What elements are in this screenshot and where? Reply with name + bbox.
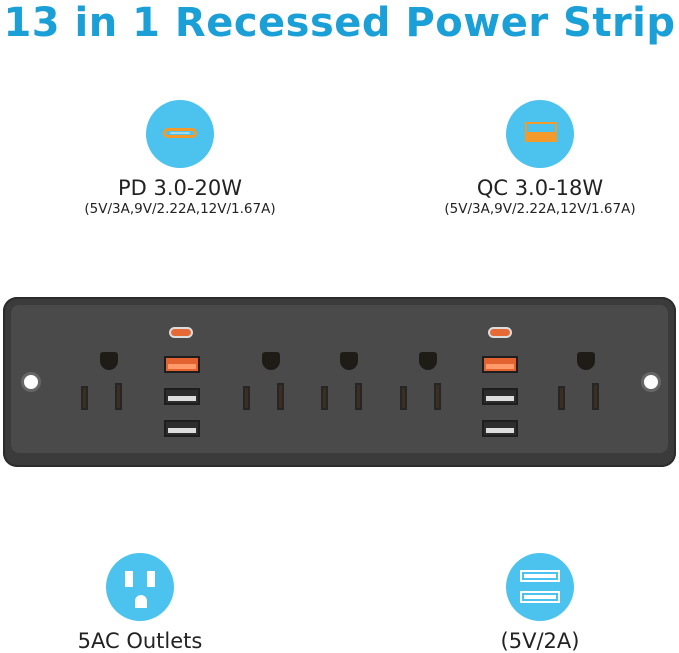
feature-label: 5AC Outlets (77, 629, 203, 653)
power-strip-image (3, 297, 676, 467)
feature-qc: QC 3.0-18W (5V/3A,9V/2.22A,12V/1.67A) (420, 100, 660, 218)
qc-usb-port (164, 356, 200, 373)
ac-outlet (243, 352, 303, 417)
mounting-hole (21, 372, 41, 392)
feature-label: PD 3.0-20W (118, 176, 242, 200)
ac-outlet (558, 352, 618, 417)
feature-label: QC 3.0-18W (476, 176, 604, 200)
feature-sub: (5V/3A,9V/2.22A,12V/1.67A) (84, 201, 276, 217)
usb-c-port (488, 327, 512, 338)
feature-ac: 5AC Outlets (60, 553, 220, 653)
feature-pd: PD 3.0-20W (5V/3A,9V/2.22A,12V/1.67A) (70, 100, 290, 218)
dual-usb-icon (506, 553, 574, 621)
page-title: 13 in 1 Recessed Power Strip (3, 0, 676, 46)
usb-a-port (482, 420, 518, 437)
ac-outlet (400, 352, 460, 417)
usb-a-port (164, 420, 200, 437)
usb-a-icon (506, 100, 574, 168)
ac-outlet (321, 352, 381, 417)
qc-usb-port (482, 356, 518, 373)
usb-c-port (169, 327, 193, 338)
feature-label: (5V/2A) (500, 629, 580, 653)
usb-c-icon (146, 100, 214, 168)
feature-sub: (5V/3A,9V/2.22A,12V/1.67A) (444, 201, 636, 217)
usb-a-port (164, 388, 200, 405)
usb-a-port (482, 388, 518, 405)
mounting-hole (641, 372, 661, 392)
ac-outlet (81, 352, 141, 417)
feature-usb: (5V/2A) (470, 553, 610, 653)
ac-outlet-icon (106, 553, 174, 621)
